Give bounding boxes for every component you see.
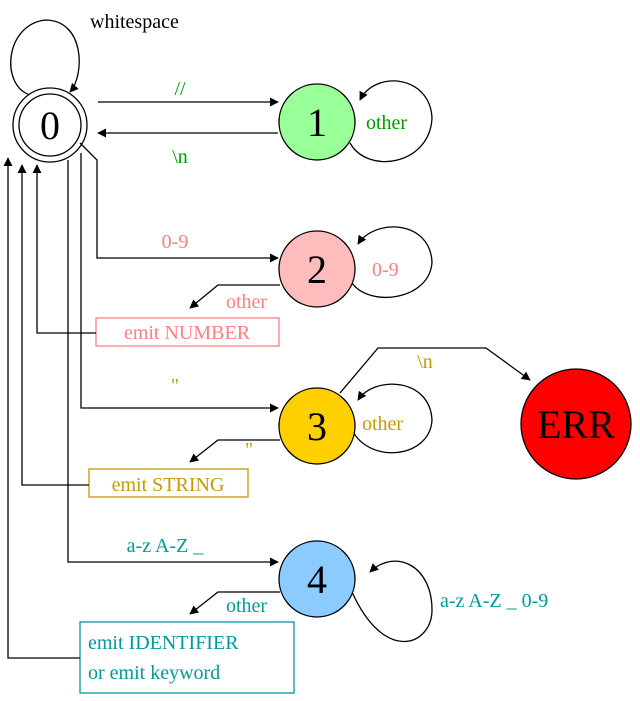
s1-self-loop-label: other (366, 112, 407, 134)
edge-s3-err (339, 347, 531, 394)
edge-s0-s1-label: // (174, 78, 186, 100)
string-return-edge (17, 164, 89, 486)
state-2: 2 (278, 230, 356, 308)
s3-out-label: " (245, 439, 253, 461)
s4-out-label: other (226, 595, 267, 617)
s1-self-loop (349, 80, 433, 163)
action-emit-identifier-line2: or emit keyword (88, 662, 220, 684)
edge-s0-s2-label: 0-9 (162, 231, 189, 253)
edge-s0-s4-label: a-z A-Z _ (127, 535, 205, 557)
s3-self-loop (351, 383, 433, 454)
s3-out-edge (189, 439, 280, 463)
number-return-edge (32, 164, 96, 334)
action-emit-number-text: emit NUMBER (124, 322, 251, 344)
action-emit-identifier-line1: emit IDENTIFIER (88, 632, 239, 654)
identifier-return-edge (3, 157, 80, 659)
state-err-label: ERR (537, 402, 615, 447)
edge-s0-s2 (79, 142, 279, 263)
s3-self-loop-label: other (362, 413, 403, 435)
state-1-label: 1 (307, 100, 327, 145)
s2-self-loop-label: 0-9 (372, 259, 399, 281)
s0-self-loop (10, 19, 80, 96)
state-1: 1 (278, 83, 356, 161)
state-0-label: 0 (40, 103, 60, 148)
state-4: 4 (278, 540, 356, 618)
state-3-label: 3 (307, 404, 327, 449)
s4-out-edge (189, 591, 280, 615)
action-emit-number: emit NUMBER (95, 317, 280, 347)
s2-self-loop (351, 226, 433, 298)
action-emit-identifier: emit IDENTIFIER or emit keyword (79, 621, 295, 694)
action-emit-string-text: emit STRING (112, 474, 225, 496)
state-3: 3 (278, 387, 356, 465)
edge-s1-s0-label: \n (172, 146, 188, 168)
state-err: ERR (520, 368, 632, 480)
s2-out-edge (189, 284, 280, 309)
edge-s0-s4 (67, 160, 279, 567)
state-4-label: 4 (307, 557, 327, 602)
s4-self-loop-label: a-z A-Z _ 0-9 (440, 590, 548, 612)
s2-out-label: other (226, 291, 267, 313)
state-2-label: 2 (307, 247, 327, 292)
s4-self-loop (351, 560, 433, 642)
edge-s0-s3 (80, 153, 279, 413)
state-0: 0 (12, 87, 88, 163)
edge-s3-err-label: \n (417, 351, 433, 373)
s0-self-loop-label: whitespace (90, 11, 179, 33)
action-emit-string: emit STRING (88, 468, 249, 498)
edge-s0-s3-label: " (171, 375, 179, 397)
